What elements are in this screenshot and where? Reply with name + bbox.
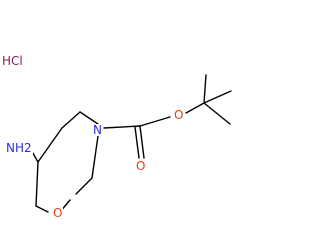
bond-tbu-me2	[203, 90, 232, 104]
bond-ring-c5-c1	[35, 161, 39, 207]
bond-tbu-me3	[203, 102, 231, 125]
amine-label: NH2	[5, 141, 33, 155]
bond-carbonyl-o-1	[139, 125, 145, 159]
molecule-canvas: HCl NH2 N O O O	[2, 55, 232, 220]
salt-chlorine: Cl	[11, 54, 23, 68]
bond-ring-n-c3	[91, 135, 99, 179]
hydrochloride-label: HCl	[2, 55, 23, 67]
ring-oxygen-label: O	[52, 206, 64, 220]
bond-n-carbonyl	[103, 125, 141, 129]
structure-drawing	[29, 74, 232, 213]
bond-ring-c1-c6	[37, 127, 63, 163]
salt-hydrogen: H	[2, 54, 12, 68]
bond-ring-c2-n	[79, 111, 99, 125]
bond-ring-c3-c4	[75, 177, 93, 195]
bond-ring-o-c5	[35, 205, 49, 213]
bond-carbonyl-o-2	[134, 126, 140, 159]
ester-oxygen-label: O	[173, 108, 185, 122]
bond-ring-c1-c2	[61, 111, 81, 129]
bond-tbu-me1	[203, 74, 207, 104]
bond-ester-o-tbu	[185, 102, 205, 114]
ring-nitrogen-label: N	[92, 123, 103, 137]
carbonyl-oxygen-label: O	[135, 159, 147, 173]
bond-carbonyl-ester-o	[139, 116, 171, 127]
